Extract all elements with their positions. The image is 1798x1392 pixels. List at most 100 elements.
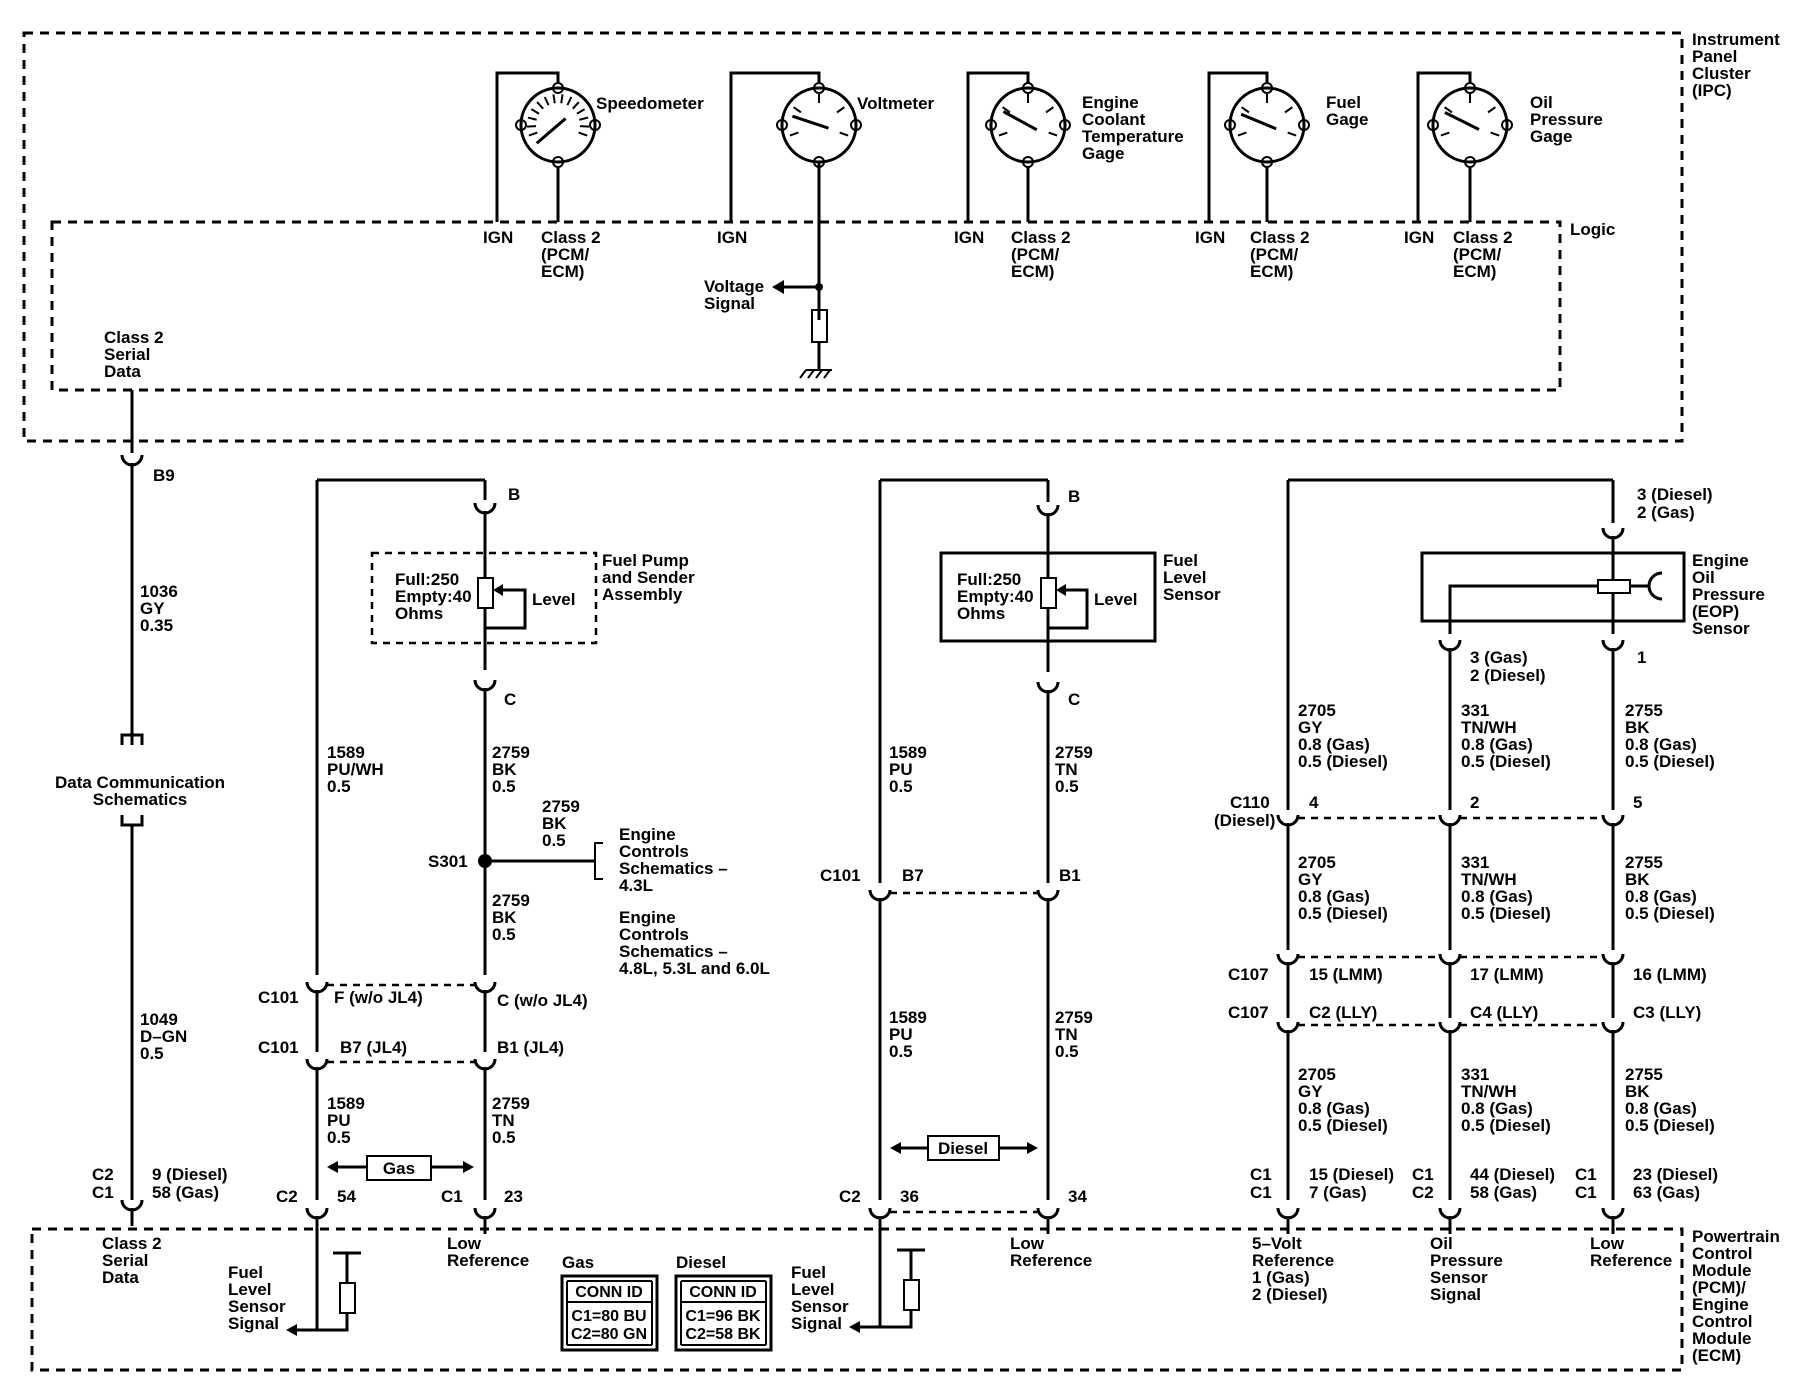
svg-text:1589: 1589 [327,1094,365,1113]
svg-text:Schematics: Schematics [93,790,188,809]
svg-text:Oil: Oil [1430,1234,1453,1253]
svg-text:2759: 2759 [492,891,530,910]
svg-text:Class 2: Class 2 [104,328,164,347]
svg-text:PU: PU [889,1025,913,1044]
svg-text:Level: Level [791,1280,834,1299]
svg-text:C2=80 GN: C2=80 GN [571,1326,647,1343]
pcm-diesel-fuel-input: Fuel Level Sensor Signal Low Reference [791,1216,1092,1333]
svg-text:2759: 2759 [542,797,580,816]
svg-text:BK: BK [1625,718,1650,737]
svg-text:and Sender: and Sender [602,568,695,587]
svg-text:2755: 2755 [1625,853,1663,872]
svg-text:Fuel Pump: Fuel Pump [602,551,689,570]
svg-text:0.5 (Diesel): 0.5 (Diesel) [1298,1116,1388,1135]
ipc-title: Instrument Panel Cluster (IPC) [1692,30,1780,100]
svg-text:1: 1 [1637,648,1646,667]
svg-text:GY: GY [1298,1082,1323,1101]
svg-text:4.3L: 4.3L [619,876,653,895]
svg-text:Class 2: Class 2 [102,1234,162,1253]
svg-text:Controls: Controls [619,925,689,944]
svg-text:Reference: Reference [1590,1251,1672,1270]
gas-conn-id-table: Gas CONN ID C1=80 BU C2=80 GN [560,1253,659,1352]
pcm-gas-fuel-input: Fuel Level Sensor Signal Low Reference [228,1216,529,1336]
svg-text:5: 5 [1633,793,1642,812]
svg-text:Low: Low [447,1234,482,1253]
svg-text:0.8 (Gas): 0.8 (Gas) [1625,735,1697,754]
svg-text:0.8 (Gas): 0.8 (Gas) [1625,887,1697,906]
svg-text:Serial: Serial [104,345,150,364]
svg-text:Signal: Signal [791,1314,842,1333]
diesel-conn-id-table: Diesel CONN ID C1=96 BK C2=58 BK [674,1253,773,1352]
svg-text:3 (Gas): 3 (Gas) [1470,648,1528,667]
svg-text:2 (Diesel): 2 (Diesel) [1470,666,1546,685]
svg-text:Schematics –: Schematics – [619,942,728,961]
svg-text:C3 (LLY): C3 (LLY) [1633,1003,1701,1022]
svg-text:CONN ID: CONN ID [575,1284,643,1301]
ign-label: IGN [717,228,747,247]
svg-text:3 (Diesel): 3 (Diesel) [1637,485,1713,504]
svg-text:C2 (LLY): C2 (LLY) [1309,1003,1377,1022]
svg-text:C1: C1 [1250,1183,1272,1202]
splice-s301: S301 [428,852,468,871]
svg-text:0.5: 0.5 [492,925,516,944]
svg-text:(ECM): (ECM) [1692,1346,1741,1365]
svg-text:0.5: 0.5 [1055,777,1079,796]
svg-text:TN/WH: TN/WH [1461,1082,1517,1101]
svg-text:(Diesel): (Diesel) [1214,811,1275,830]
svg-text:C1: C1 [1250,1165,1272,1184]
svg-text:0.8 (Gas): 0.8 (Gas) [1298,735,1370,754]
svg-text:23: 23 [504,1187,523,1206]
svg-text:TN/WH: TN/WH [1461,870,1517,889]
logic-boundary [50,220,1562,392]
svg-text:Reference: Reference [447,1251,529,1270]
svg-text:17 (LMM): 17 (LMM) [1470,965,1544,984]
svg-text:Reference: Reference [1010,1251,1092,1270]
svg-text:331: 331 [1461,853,1489,872]
svg-text:Fuel: Fuel [791,1263,826,1282]
svg-text:0.5 (Diesel): 0.5 (Diesel) [1298,752,1388,771]
svg-text:0.5: 0.5 [327,777,351,796]
serial-data-branch: B9 1036 GY 0.35 Data Communication Schem… [55,390,228,1226]
svg-text:Control: Control [1692,1244,1752,1263]
svg-text:Serial: Serial [102,1251,148,1270]
svg-text:Fuel: Fuel [1163,551,1198,570]
svg-text:Signal: Signal [704,294,755,313]
svg-text:C2: C2 [92,1165,114,1184]
ign-label: IGN [1195,228,1225,247]
svg-text:Empty:40: Empty:40 [395,587,472,606]
dcs-link: Data Communication [55,773,225,792]
voltage-signal-label: Voltage [704,277,764,296]
svg-text:ECM): ECM) [1011,262,1054,281]
svg-text:Voltmeter: Voltmeter [857,94,935,113]
svg-text:2759: 2759 [1055,1008,1093,1027]
svg-text:Sensor: Sensor [1692,619,1750,638]
svg-text:(PCM)/: (PCM)/ [1692,1278,1746,1297]
svg-text:TN: TN [492,1111,515,1130]
pcm-title: Powertrain Control Module (PCM)/ Engine … [1692,1227,1780,1365]
svg-text:0.5: 0.5 [889,1042,913,1061]
pcm-oil-labels: 5–Volt Reference 1 (Gas) 2 (Diesel) Oil … [1252,1216,1672,1304]
diesel-label: Diesel [938,1139,988,1158]
svg-text:Diesel: Diesel [676,1253,726,1272]
svg-text:15 (LMM): 15 (LMM) [1309,965,1383,984]
svg-text:C4 (LLY): C4 (LLY) [1470,1003,1538,1022]
svg-text:C2: C2 [839,1187,861,1206]
svg-text:Pressure: Pressure [1430,1251,1503,1270]
svg-text:ECM): ECM) [1250,262,1293,281]
svg-text:C: C [504,690,516,709]
svg-text:B1 (JL4): B1 (JL4) [497,1038,564,1057]
gas-fuel-circuit: B C Fuel Pump and Sender Assembly Full:2… [258,478,770,1220]
svg-text:C1=96 BK: C1=96 BK [685,1308,761,1325]
svg-text:44 (Diesel): 44 (Diesel) [1470,1165,1555,1184]
svg-text:1589: 1589 [889,1008,927,1027]
svg-text:7 (Gas): 7 (Gas) [1309,1183,1367,1202]
svg-text:2: 2 [1470,793,1479,812]
svg-text:4: 4 [1309,793,1319,812]
svg-text:Oil: Oil [1530,93,1553,112]
svg-text:Signal: Signal [228,1314,279,1333]
svg-text:Class 2: Class 2 [1011,228,1071,247]
svg-text:Cluster: Cluster [1692,64,1751,83]
